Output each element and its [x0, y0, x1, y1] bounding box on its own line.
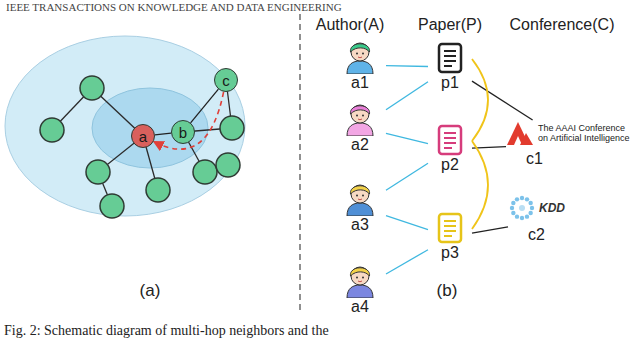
author-node: a4	[334, 262, 386, 316]
conference-node: KDD c2	[508, 194, 598, 244]
logo-holder	[508, 194, 536, 222]
relation-link	[386, 216, 428, 230]
relation-link	[386, 163, 428, 190]
citation-link	[472, 141, 488, 229]
paper-node: p2	[428, 124, 472, 174]
paper-icon	[437, 212, 463, 244]
citation-link	[472, 59, 488, 141]
person-icon	[343, 262, 377, 298]
paper-node: p1	[428, 42, 472, 92]
relation-link	[191, 89, 219, 123]
icon-holder	[343, 180, 377, 216]
node-label: p3	[441, 244, 459, 262]
person-icon	[343, 38, 377, 74]
icon-holder	[343, 38, 377, 74]
conference-name: The AAAI Conference on Artificial Intell…	[538, 123, 634, 143]
node-label: c1	[526, 150, 634, 168]
author-node: a3	[334, 180, 386, 234]
inner-hop-region	[92, 88, 208, 168]
graph-node: b	[171, 120, 195, 144]
node-label: a3	[351, 216, 369, 234]
column-header: Conference(C)	[510, 15, 615, 34]
node-label: a4	[351, 298, 369, 316]
node-letter: c	[222, 73, 230, 88]
icon-holder	[437, 124, 463, 156]
logo-row: The AAAI Conference on Artificial Intell…	[506, 120, 634, 146]
conference-acronym: KDD	[539, 201, 565, 215]
icon-holder	[437, 212, 463, 244]
panel-separator	[299, 14, 300, 312]
conference-logo	[508, 194, 536, 222]
paper-icon	[437, 42, 463, 74]
graph-node: c	[214, 68, 238, 92]
node-label: c2	[528, 226, 598, 244]
logo-row: KDD	[508, 194, 598, 222]
relation-link	[386, 250, 428, 274]
paper-icon	[437, 124, 463, 156]
author-node: a2	[334, 100, 386, 154]
hop-arrow	[154, 92, 224, 149]
node-letter: a	[139, 129, 147, 144]
graph-nodes	[40, 76, 244, 218]
journal-header: IEEE TRANSACTIONS ON KNOWLEDGE AND DATA …	[6, 0, 342, 14]
relation-link	[386, 65, 428, 67]
node-letter: b	[179, 125, 187, 140]
icon-holder	[343, 100, 377, 136]
graph-links	[52, 80, 232, 206]
figure-caption: Fig. 2: Schematic diagram of multi-hop n…	[4, 322, 329, 339]
panel-label: (b)	[437, 281, 458, 301]
node-label: a2	[351, 136, 369, 154]
relation-link	[472, 81, 533, 120]
outer-hop-region	[5, 36, 245, 216]
paper-node: p3	[428, 212, 472, 262]
conference-node: The AAAI Conference on Artificial Intell…	[506, 120, 634, 168]
panel-label: (a)	[140, 281, 161, 301]
person-icon	[343, 100, 377, 136]
relation-link	[472, 227, 508, 233]
node-label: p1	[441, 74, 459, 92]
relation-link	[386, 82, 428, 110]
logo-holder	[506, 120, 534, 146]
node-label: a1	[351, 74, 369, 92]
icon-holder	[343, 262, 377, 298]
icon-holder	[437, 42, 463, 74]
column-header: Author(A)	[316, 15, 384, 34]
person-icon	[343, 180, 377, 216]
author-node: a1	[334, 38, 386, 92]
conference-logo	[506, 120, 534, 146]
column-header: Paper(P)	[418, 15, 482, 34]
relation-link	[386, 133, 428, 143]
relation-link	[155, 133, 171, 135]
node-label: p2	[441, 156, 459, 174]
graph-node: a	[131, 124, 155, 148]
